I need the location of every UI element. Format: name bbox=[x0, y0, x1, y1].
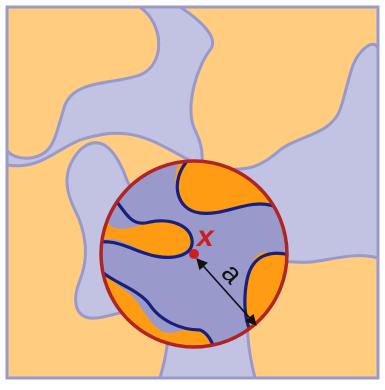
center-label: x bbox=[195, 220, 215, 253]
